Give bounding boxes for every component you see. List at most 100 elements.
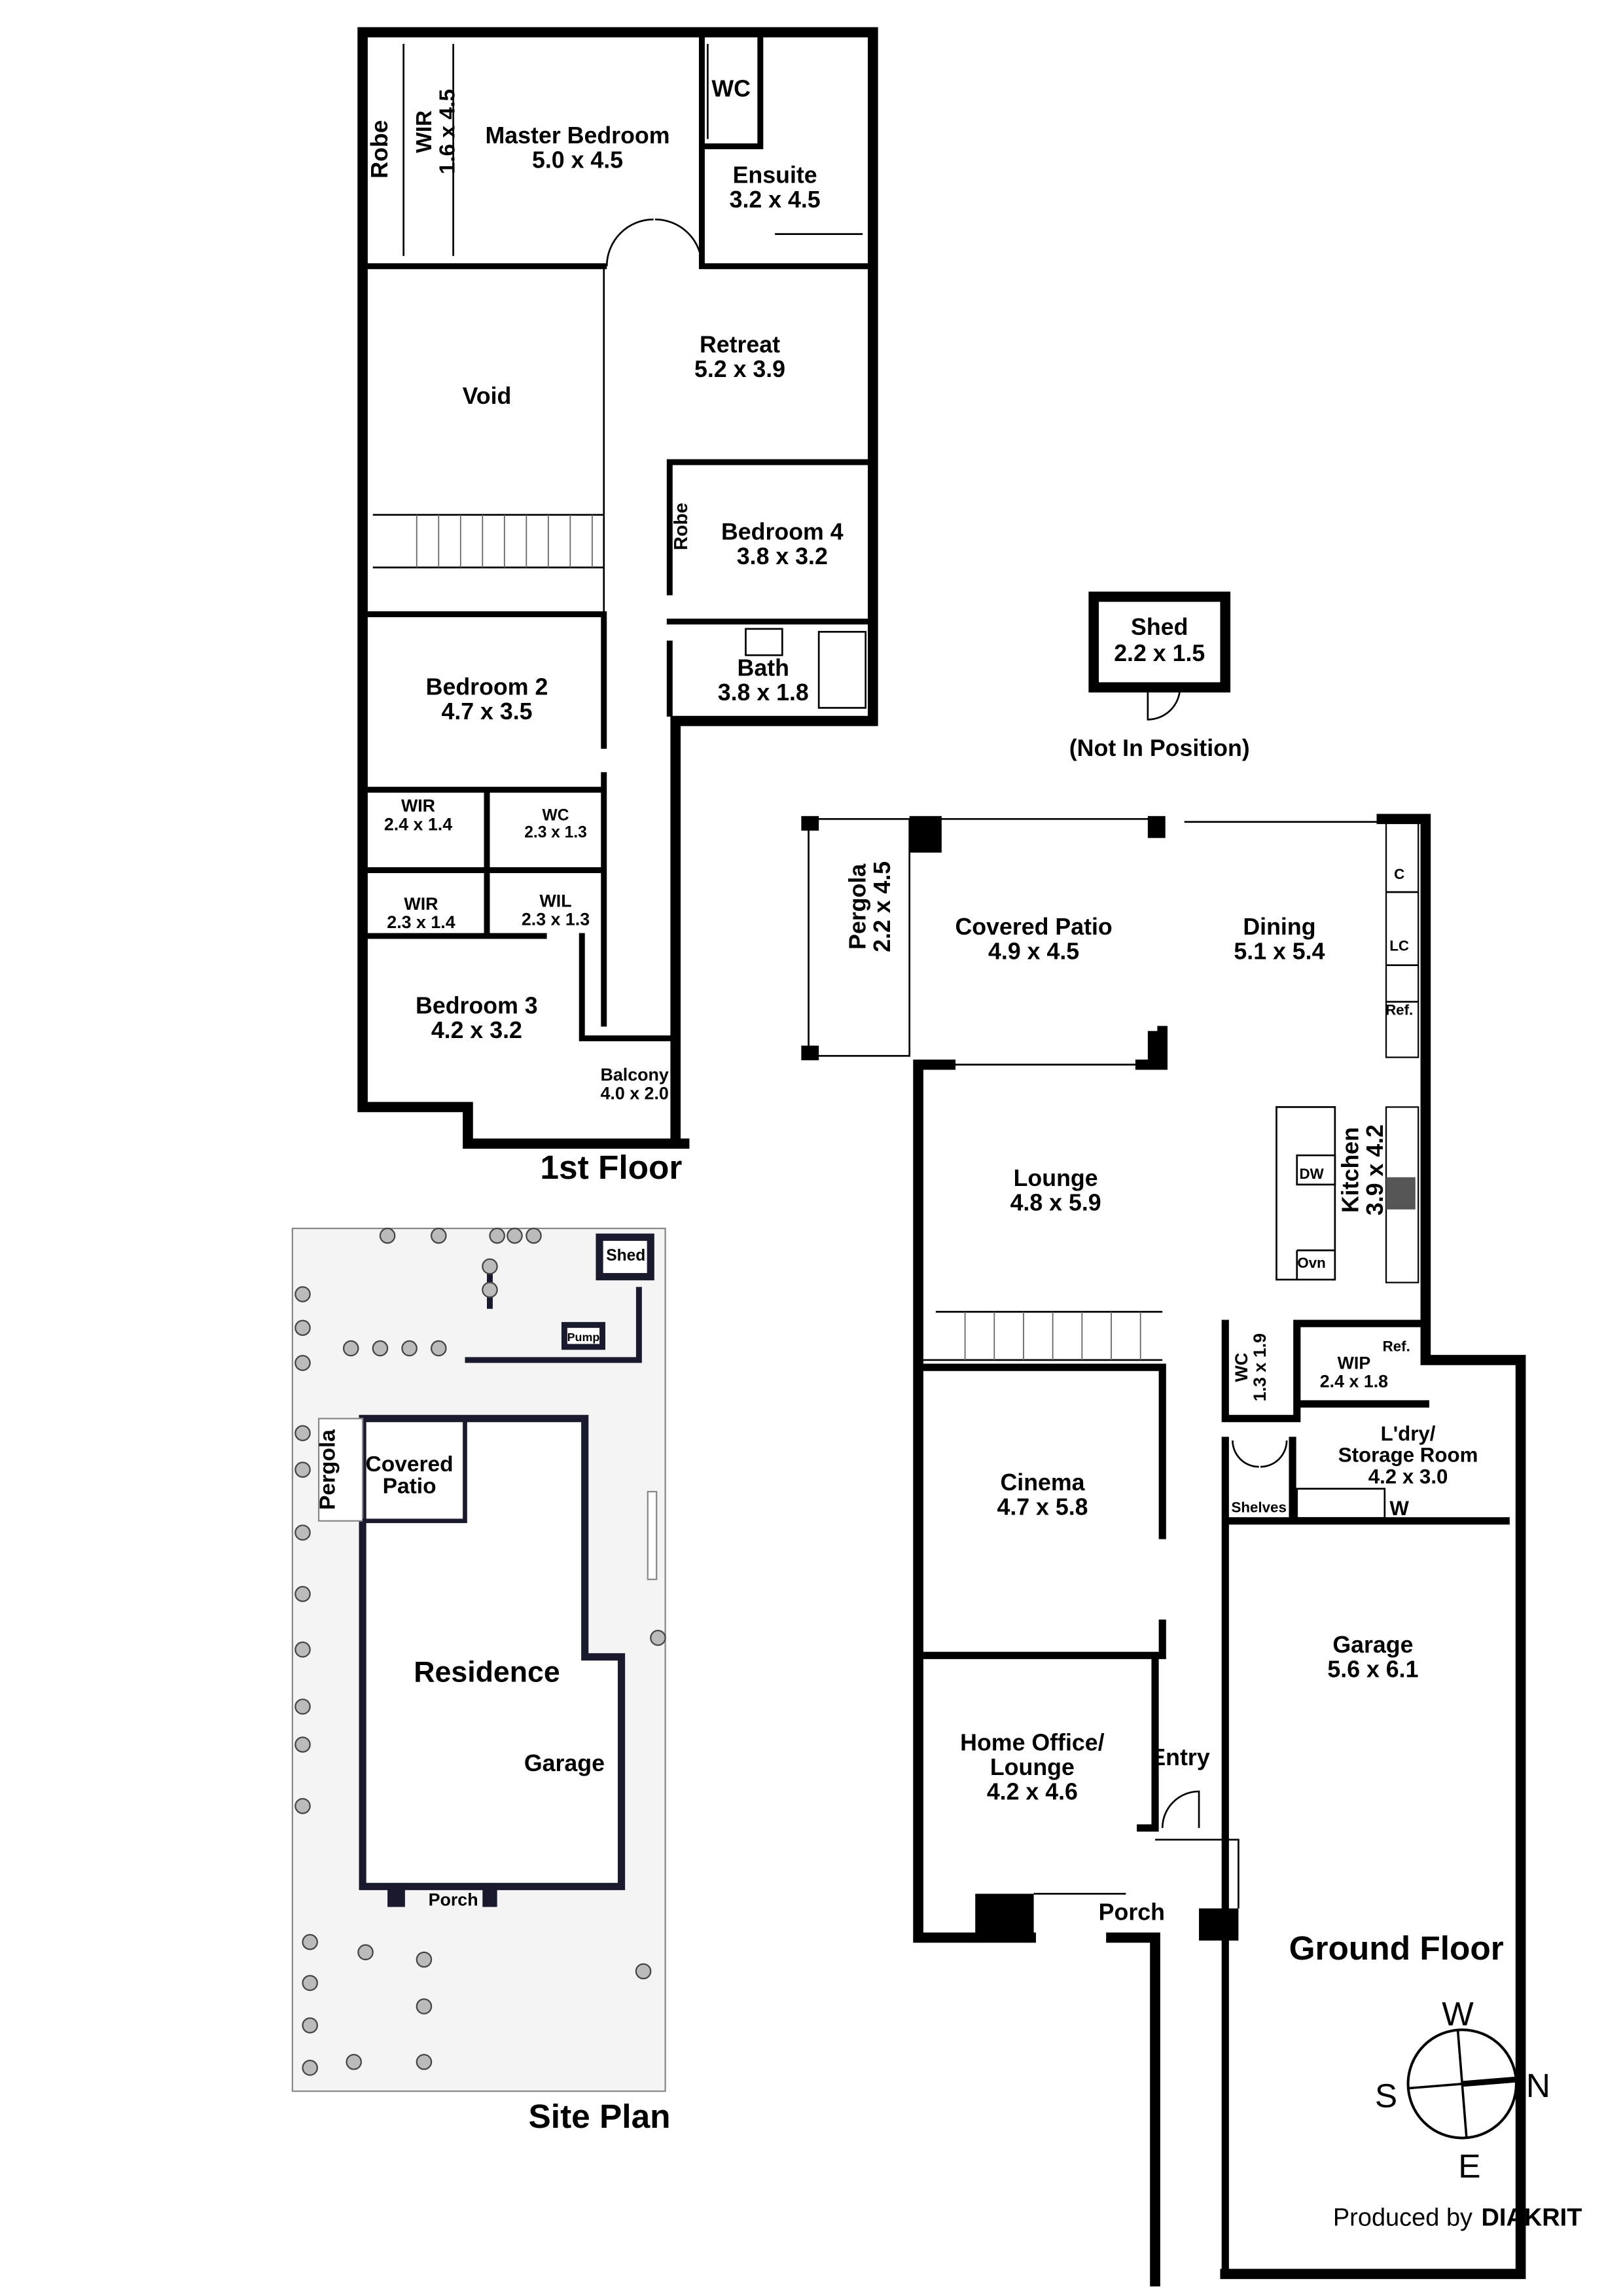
room-name: WC xyxy=(711,76,751,102)
room-name: WIR xyxy=(404,894,438,914)
room-name: Ovn xyxy=(1297,1255,1325,1271)
compass: W S N E xyxy=(1375,1995,1550,2185)
room-size: 5.6 x 6.1 xyxy=(1327,1656,1418,1682)
room-size: 2.4 x 1.4 xyxy=(384,814,452,834)
site-plan xyxy=(291,1227,666,2092)
ground-floor-room-label: WC1.3 x 1.9 xyxy=(1232,1333,1270,1401)
credit-brand: DIAKRIT xyxy=(1481,2204,1582,2232)
plant-icon xyxy=(302,1933,318,1950)
room-size: 4.2 x 4.6 xyxy=(987,1779,1078,1805)
room-name: W xyxy=(1389,1497,1409,1520)
site-plan-label: Residence xyxy=(414,1656,560,1688)
plant-icon xyxy=(430,1227,447,1244)
compass-west: W xyxy=(1442,1995,1474,2033)
plant-icon xyxy=(635,1963,652,1980)
first-floor-room-label: Robe xyxy=(366,120,393,178)
plant-icon xyxy=(430,1340,447,1357)
room-size: 4.2 x 3.0 xyxy=(1368,1465,1448,1488)
room-name: Ref. xyxy=(1385,1002,1413,1018)
room-size: 4.2 x 3.2 xyxy=(431,1017,522,1043)
room-size: 5.1 x 5.4 xyxy=(1234,938,1325,964)
room-name: WIP xyxy=(1338,1353,1371,1372)
plant-icon xyxy=(482,1258,498,1275)
room-size: 3.8 x 3.2 xyxy=(737,543,828,569)
plant-icon xyxy=(416,2054,433,2070)
room-name: WIR xyxy=(412,111,437,153)
site-plan-label: Covered xyxy=(366,1452,454,1477)
room-size: 4.7 x 5.8 xyxy=(997,1494,1088,1520)
first-floor-plan xyxy=(357,27,878,1149)
room-size: 1.6 x 4.5 xyxy=(435,89,459,174)
room-name: Bedroom 3 xyxy=(416,992,538,1018)
ground-floor-room-label: LC xyxy=(1389,937,1409,954)
room-size: 4.7 x 3.5 xyxy=(441,698,532,725)
ground-floor-room-label: Porch xyxy=(1099,1899,1165,1926)
room-size: 2.2 x 4.5 xyxy=(869,861,895,952)
plant-icon xyxy=(294,1319,311,1336)
room-name: Master Bedroom xyxy=(486,122,670,149)
room-size: 2.3 x 1.4 xyxy=(387,912,455,932)
room-name: Ensuite xyxy=(733,162,817,188)
room-name: Void xyxy=(463,383,512,409)
plant-icon xyxy=(294,1425,311,1441)
ground-floor-room-label: Ref. xyxy=(1383,1338,1410,1355)
plant-icon xyxy=(294,1462,311,1478)
room-name: Shelves xyxy=(1231,1499,1286,1515)
plant-icon xyxy=(294,1286,311,1302)
room-name: Bedroom 4 xyxy=(721,519,844,545)
site-plan-title: Site Plan xyxy=(529,2097,671,2135)
room-size: 1.3 x 1.9 xyxy=(1250,1333,1270,1401)
room-name: Pergola xyxy=(845,863,871,950)
first-floor-room-label: Robe xyxy=(671,503,692,550)
ground-floor-room-label: DW xyxy=(1300,1166,1325,1182)
room-name: Kitchen xyxy=(1338,1127,1364,1213)
ground-floor-room-label: Ref. xyxy=(1385,1002,1413,1018)
plant-icon xyxy=(294,1641,311,1658)
room-name: WC xyxy=(543,807,569,825)
plant-icon xyxy=(302,2017,318,2034)
room-name: WIR xyxy=(401,796,435,816)
plant-icon xyxy=(401,1340,418,1357)
room-name-line: Storage Room xyxy=(1338,1444,1478,1467)
room-size: 3.2 x 4.5 xyxy=(730,187,821,213)
site-plan-label: Garage xyxy=(524,1750,605,1776)
room-name: WC xyxy=(1232,1353,1251,1382)
room-name: Retreat xyxy=(700,332,780,358)
plant-icon xyxy=(416,1998,433,2015)
plant-icon xyxy=(294,1698,311,1715)
plant-icon xyxy=(294,1586,311,1602)
ground-floor-room-label: Ovn xyxy=(1297,1255,1325,1271)
room-size: 4.0 x 2.0 xyxy=(601,1083,669,1103)
site-plan-label: Pergola xyxy=(316,1429,340,1510)
compass-north: N xyxy=(1526,2066,1550,2104)
room-name: WIL xyxy=(539,891,571,910)
plant-icon xyxy=(346,2054,362,2070)
ground-floor-room-label: Pergola2.2 x 4.5 xyxy=(845,861,896,952)
ground-floor-room-label: Entry xyxy=(1150,1744,1209,1770)
shed-standalone xyxy=(1088,591,1231,721)
shed-note: (Not In Position) xyxy=(1069,735,1250,761)
room-size: 5.2 x 3.9 xyxy=(694,356,785,382)
plant-icon xyxy=(526,1227,542,1244)
plant-icon xyxy=(302,1975,318,1992)
room-size: 2.3 x 1.3 xyxy=(524,823,587,841)
ground-floor-room-label: Shelves xyxy=(1231,1499,1286,1515)
plant-icon xyxy=(372,1340,389,1357)
